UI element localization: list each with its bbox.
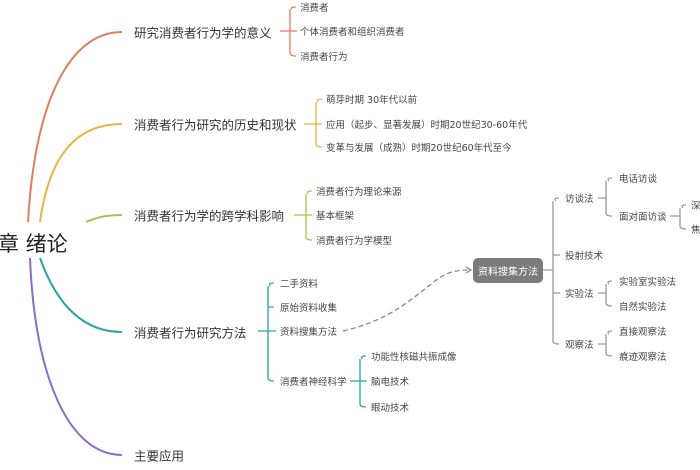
- leaf[interactable]: 资料搜集方法: [280, 327, 338, 338]
- leaf[interactable]: 脑电技术: [371, 377, 410, 388]
- leaf[interactable]: 自然实验法: [619, 302, 667, 313]
- branch-applications[interactable]: 主要应用: [134, 448, 185, 464]
- leaf[interactable]: 实验室实验法: [619, 277, 677, 288]
- leaf[interactable]: 观察法: [565, 340, 594, 351]
- leaf[interactable]: 变革与发展（成熟）时期20世纪60年代至今: [326, 143, 512, 154]
- branch-line-2: [39, 123, 123, 223]
- root-topic[interactable]: 章 绪论: [0, 232, 68, 256]
- leaf[interactable]: 功能性核磁共振成像: [371, 352, 457, 363]
- leaf[interactable]: 二手资料: [280, 279, 319, 290]
- leaf[interactable]: 消费者神经科学: [280, 377, 347, 388]
- branch-line-4: [39, 257, 123, 333]
- branch-methods[interactable]: 消费者行为研究方法: [134, 325, 247, 341]
- branch-line-1: [27, 31, 123, 223]
- leaf[interactable]: 消费者行为: [300, 52, 348, 63]
- leaf[interactable]: 应用（起步、显著发展）时期20世纪30-60年代: [326, 120, 528, 131]
- leaf[interactable]: 投射技术: [565, 251, 604, 262]
- leaf[interactable]: 痕迹观察法: [619, 352, 667, 363]
- leaf[interactable]: 个体消费者和组织消费者: [300, 27, 405, 38]
- leaf[interactable]: 访谈法: [565, 194, 594, 205]
- leaf[interactable]: 萌芽时期 30年代以前: [326, 95, 418, 106]
- leaf[interactable]: 深: [691, 201, 700, 212]
- methods-floating-topic[interactable]: 资料搜集方法: [473, 258, 543, 283]
- branch-line-5: [29, 257, 123, 456]
- branch-interdisciplinary[interactable]: 消费者行为学的跨学科影响: [134, 208, 285, 224]
- leaf[interactable]: 面对面访谈: [619, 212, 667, 223]
- leaf[interactable]: 基本框架: [316, 211, 355, 222]
- leaf[interactable]: 消费者: [300, 3, 329, 14]
- leaf[interactable]: 眼动技术: [371, 403, 410, 414]
- branch-history[interactable]: 消费者行为研究的历史和现状: [134, 117, 297, 133]
- leaf[interactable]: 原始资料收集: [280, 303, 338, 314]
- branch-line-3: [85, 214, 123, 223]
- leaf[interactable]: 焦: [691, 225, 700, 236]
- leaf[interactable]: 电话访谈: [619, 174, 658, 185]
- leaf[interactable]: 消费者行为理论来源: [316, 187, 402, 198]
- leaf[interactable]: 直接观察法: [619, 327, 667, 338]
- branch-significance[interactable]: 研究消费者行为学的意义: [134, 25, 272, 41]
- leaf[interactable]: 实验法: [565, 289, 594, 300]
- leaf[interactable]: 消费者行为学模型: [316, 236, 393, 247]
